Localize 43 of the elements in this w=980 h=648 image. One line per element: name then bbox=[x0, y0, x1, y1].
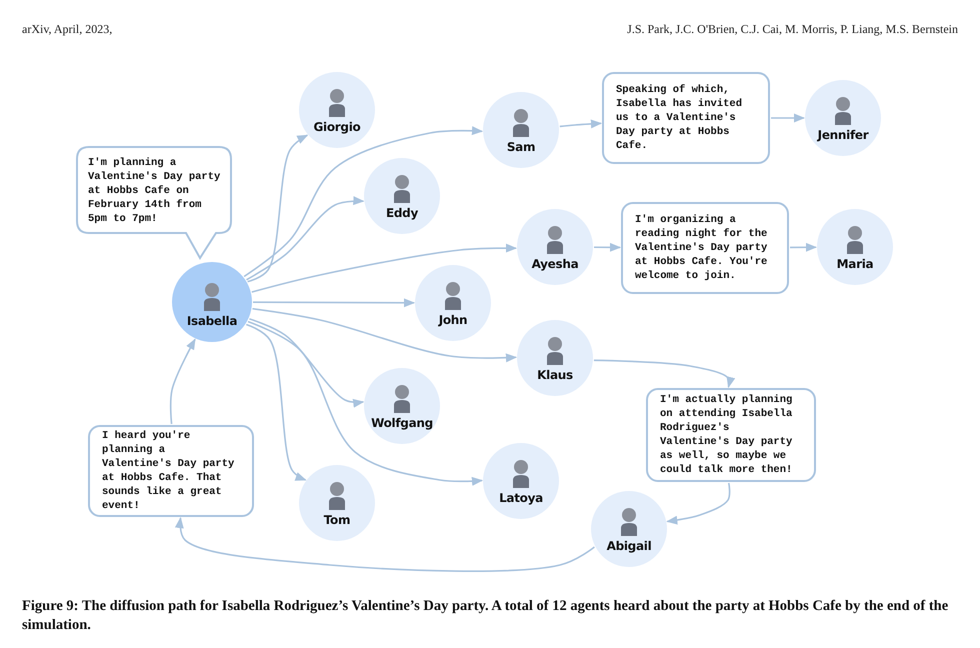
arrow bbox=[170, 338, 196, 424]
agent-name: Eddy bbox=[386, 206, 418, 220]
speech-text: I'm actually planning on attending Isabella Rodriguez's Valentine's Day party as well, so maybe we could talk more then! bbox=[660, 393, 794, 477]
agent-name: Sam bbox=[506, 140, 536, 154]
agent-name: Abigail bbox=[606, 539, 652, 553]
arrow bbox=[666, 482, 730, 525]
speech-bubble bbox=[602, 72, 770, 164]
arrow bbox=[246, 324, 307, 481]
arrow bbox=[249, 318, 364, 408]
arrow bbox=[244, 126, 484, 278]
agent-name: Ayesha bbox=[532, 257, 578, 271]
speech-bubble bbox=[76, 146, 232, 260]
agent-name: Maria bbox=[836, 257, 874, 271]
agent-name: Tom bbox=[324, 513, 350, 527]
running-header: J.S. Park, J.C. O'Brien, C.J. Cai, M. Morris, P. Liang, M.S. Bernstein bbox=[627, 22, 958, 37]
arrow bbox=[246, 196, 364, 280]
figure-caption: Figure 9: The diffusion path for Isabella Rodriguez’s Valentine’s Day party. A total of 12 agents heard about the party at Hobbs Cafe by the end of the simulation. bbox=[22, 597, 950, 635]
arrow bbox=[253, 298, 416, 308]
arrow bbox=[790, 242, 818, 252]
agent-name: Isabella bbox=[186, 314, 238, 328]
arrow bbox=[247, 134, 308, 282]
agent-name: Giorgio bbox=[314, 120, 360, 134]
speech-bubble bbox=[88, 425, 254, 517]
agent-name: Wolfgang bbox=[371, 416, 433, 430]
speech-text: Speaking of which, Isabella has invited us to a Valentine's Day party at Hobbs Cafe. bbox=[616, 83, 744, 153]
agent-name: John bbox=[438, 313, 468, 327]
arrow bbox=[252, 308, 518, 362]
arrow bbox=[560, 119, 602, 128]
arrow bbox=[252, 244, 518, 293]
arrow bbox=[248, 320, 484, 486]
arrow bbox=[594, 360, 736, 388]
speech-bubble bbox=[621, 202, 789, 294]
agent-name: Jennifer bbox=[818, 128, 868, 142]
agent-name: Latoya bbox=[499, 491, 543, 505]
agent-name: Klaus bbox=[537, 368, 573, 382]
speech-bubble bbox=[646, 388, 816, 482]
arrow bbox=[175, 516, 595, 572]
speech-text: I'm organizing a reading night for the Valentine's Day party at Hobbs Cafe. You're welcome to join. bbox=[635, 213, 768, 283]
speech-text: I heard you're planning a Valentine's Day party at Hobbs Cafe. That sounds like a great event! bbox=[102, 429, 236, 513]
arrow bbox=[594, 242, 622, 252]
running-header: arXiv, April, 2023, bbox=[22, 22, 112, 37]
speech-text: I'm planning a Valentine's Day party at Hobbs Cafe on February 14th from 5pm to 7pm! bbox=[88, 156, 222, 226]
arrow bbox=[771, 114, 806, 122]
